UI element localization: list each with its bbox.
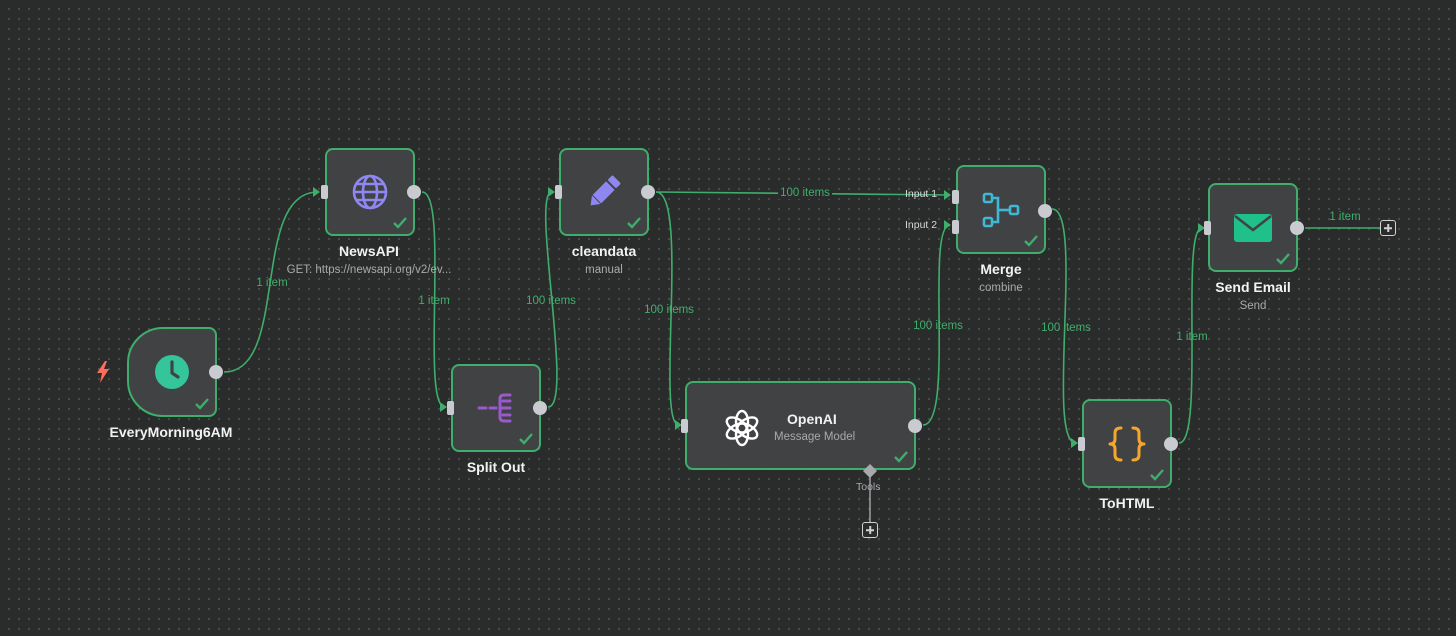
node-title-send-email: Send Email [1215,279,1291,295]
edge-label-trigger-newsapi: 1 item [256,277,288,289]
success-check-icon [195,398,209,410]
merge-input1-label: Input 1 [905,188,938,200]
output-handle[interactable] [209,365,223,379]
openai-icon [725,409,759,447]
edge-label-cleandata-openai: 100 items [644,304,694,316]
success-check-icon [627,217,641,229]
split-out-icon [477,393,512,423]
input-arrow [1071,438,1078,448]
output-handle[interactable] [533,401,547,415]
input-handle[interactable] [447,401,454,415]
node-send-email[interactable] [1204,183,1304,272]
edge-tohtml-sendemail [1178,227,1203,444]
node-title-openai: OpenAI [787,411,837,427]
success-check-icon [1150,469,1164,481]
node-newsapi[interactable] [321,148,421,236]
node-openai[interactable]: OpenAI Message Model [681,381,922,470]
success-check-icon [1276,253,1290,265]
edge-newsapi-splitout [421,191,446,408]
success-check-icon [519,433,533,445]
edge-trigger-newsapi [223,191,319,373]
output-handle[interactable] [407,185,421,199]
success-check-icon [393,217,407,229]
edge-cleandata-openai [655,191,680,426]
input-handle[interactable] [555,185,562,199]
merge-input2-label: Input 2 [905,219,938,231]
node-subtitle-openai: Message Model [774,431,856,443]
edge-label-merge-tohtml: 100 items [1041,322,1091,334]
globe-icon [352,174,388,210]
node-merge[interactable] [952,165,1052,254]
edge-label-tohtml-sendemail: 1 item [1176,331,1208,343]
output-handle[interactable] [1164,436,1178,451]
node-subtitle-send-email: Send [1239,300,1267,312]
node-split-out[interactable] [447,364,547,452]
node-title-cleandata: cleandata [571,243,637,259]
edge-label-cleandata-merge: 100 items [778,187,832,199]
edge-splitout-cleandata [544,191,558,408]
output-handle[interactable] [641,185,655,199]
node-everymorning6am[interactable] [127,327,223,417]
node-subtitle-newsapi: GET: https://newsapi.org/v2/ev... [286,264,452,276]
input-handle[interactable] [1204,220,1211,235]
add-tool-button[interactable] [862,522,878,538]
add-node-button[interactable] [1380,220,1396,236]
node-title-split-out: Split Out [466,459,526,475]
success-check-icon [894,451,908,463]
input-handle[interactable] [1078,436,1085,451]
node-title-newsapi: NewsAPI [339,243,399,259]
input-arrow [944,220,951,230]
node-tohtml[interactable] [1078,399,1178,488]
edge-label-newsapi-splitout: 1 item [418,295,450,307]
input-handle[interactable] [681,418,688,433]
input-arrow [313,187,320,197]
input-handle-2[interactable] [952,220,959,234]
success-check-icon [1024,235,1038,247]
input-handle-1[interactable] [952,190,959,204]
node-title-tohtml: ToHTML [1099,495,1155,511]
node-cleandata[interactable] [555,148,655,236]
edge-label-sendemail-out: 1 item [1329,211,1361,223]
node-title-merge: Merge [980,261,1022,277]
envelope-icon [1234,213,1272,242]
edge-merge-tohtml [1051,208,1077,444]
edge-openai-merge [922,224,951,426]
edge-label-splitout-cleandata: 100 items [526,295,576,307]
input-arrow [548,187,555,197]
edge-label-openai-merge: 100 items [913,320,963,332]
node-title-everymorning6am: EveryMorning6AM [109,424,233,440]
node-subtitle-cleandata: manual [585,264,623,276]
input-arrow [1198,223,1205,233]
input-handle[interactable] [321,185,328,199]
input-arrow [944,190,951,200]
tools-label: Tools [856,481,881,493]
input-arrow [440,402,447,412]
curly-braces-icon [1108,426,1146,461]
pencil-icon [590,175,621,206]
trigger-bolt-icon [97,361,109,383]
merge-icon [982,192,1020,227]
output-handle[interactable] [908,418,922,433]
tools-handle-diamond[interactable] [862,463,878,479]
node-subtitle-merge: combine [979,282,1023,294]
output-handle[interactable] [1290,220,1304,235]
clock-icon [155,355,189,389]
output-handle[interactable] [1038,204,1052,218]
input-arrow [675,420,682,430]
